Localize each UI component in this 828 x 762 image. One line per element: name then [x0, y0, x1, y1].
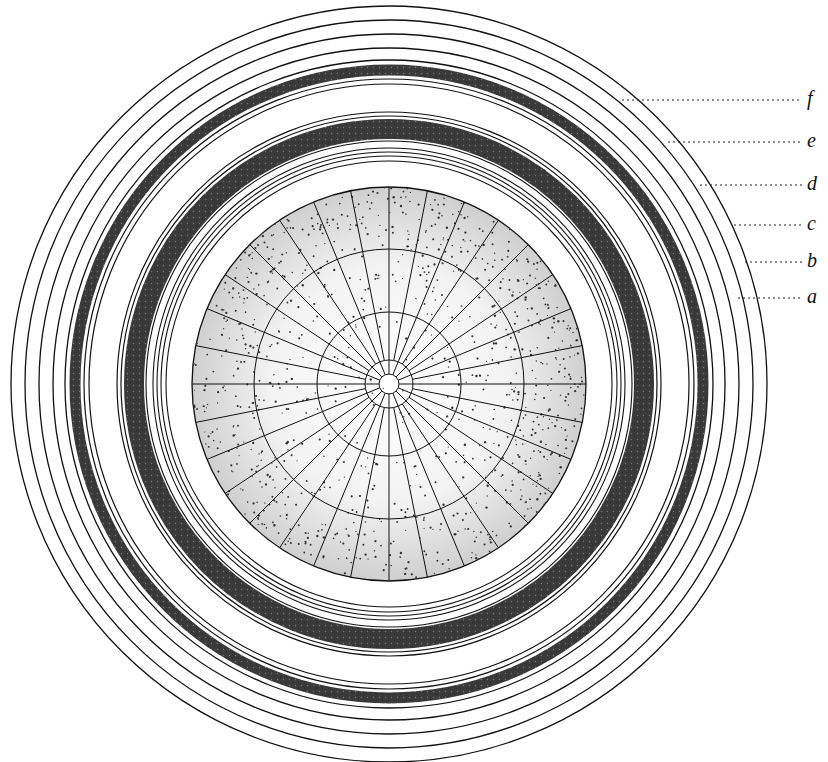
leader-line	[668, 141, 802, 142]
leader-line	[745, 261, 802, 262]
middle-rings	[84, 79, 694, 689]
leader-line	[622, 99, 802, 100]
callout-letter: e	[806, 130, 817, 150]
outer-rings	[11, 6, 767, 762]
callout-letter: b	[806, 250, 818, 270]
callout-letter: a	[806, 286, 818, 306]
callout-letter: f	[806, 88, 814, 108]
callout-letter: d	[806, 173, 818, 193]
leader-line	[738, 297, 802, 298]
leader-line	[700, 184, 802, 185]
inner-rings	[146, 141, 632, 627]
outer-dark-band	[75, 70, 703, 698]
inner-dark-band	[134, 129, 644, 639]
leader-line	[734, 224, 802, 225]
sphere-grid	[192, 187, 586, 581]
callout-letter: c	[806, 213, 817, 233]
leader-lines	[622, 100, 802, 298]
core-sphere	[192, 187, 586, 581]
